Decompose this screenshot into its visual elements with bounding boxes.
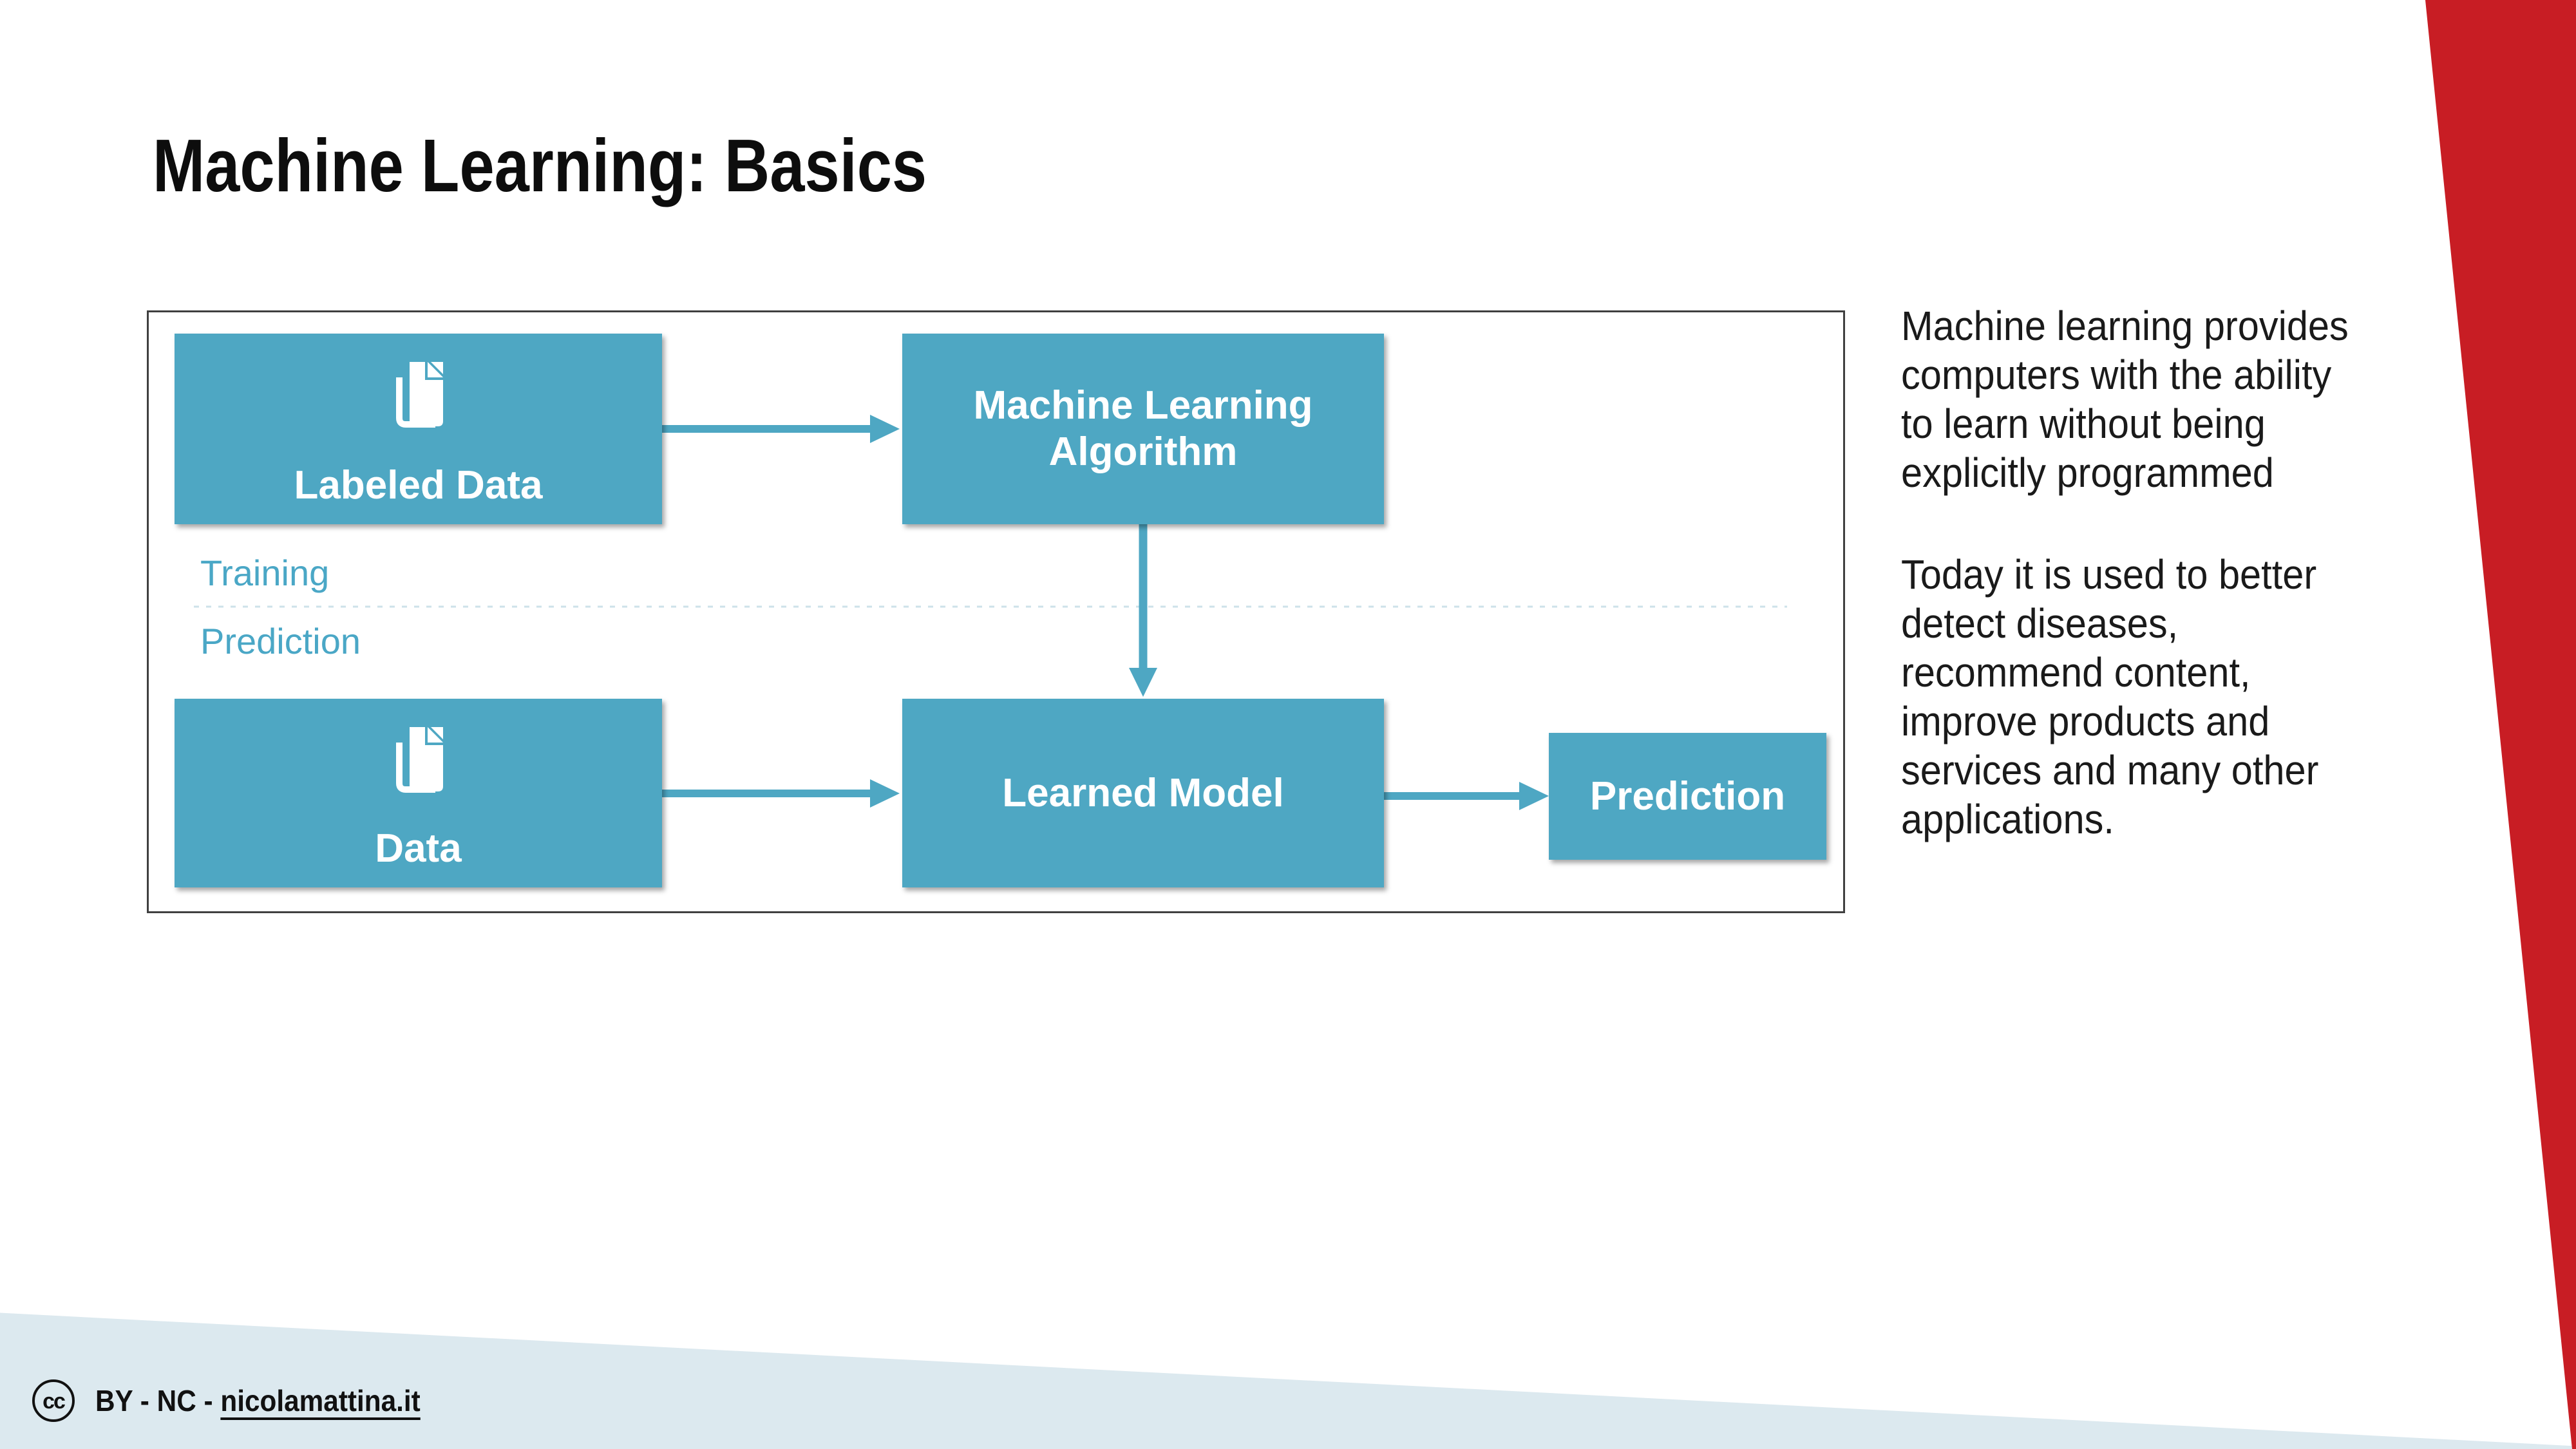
arrow-labeled-data-to-algorithm [662, 415, 900, 443]
license-prefix: BY - NC - [95, 1384, 221, 1417]
box-data: Data [175, 699, 662, 887]
license-text: BY - NC - nicolamattina.it [95, 1383, 421, 1418]
document-pages-icon [395, 726, 444, 793]
description-paragraph-2: Today it is used to better detect diseas… [1901, 551, 2319, 842]
box-label: Data [375, 826, 462, 871]
box-prediction-output: Prediction [1549, 733, 1826, 860]
description-column: Machine learning provides computers with… [1901, 301, 2440, 844]
page-title: Machine Learning: Basics [153, 124, 927, 207]
diagram-arrows [194, 415, 1787, 810]
document-pages-icon [395, 361, 444, 428]
box-label: Learned Model [1002, 770, 1284, 815]
arrow-data-to-learned-model [662, 779, 900, 808]
arrow-algorithm-to-learned-model [1129, 524, 1157, 697]
label-training: Training [200, 553, 330, 593]
diagram-panel: Labeled Data Machine Learning Algorithm … [147, 310, 1845, 913]
box-label: Prediction [1589, 773, 1786, 819]
footer: cc BY - NC - nicolamattina.it [31, 1378, 449, 1423]
cc-license-icon: cc [32, 1379, 75, 1422]
cc-letters: cc [43, 1389, 65, 1414]
description-paragraph-1: Machine learning provides computers with… [1901, 303, 2349, 496]
box-ml-algorithm: Machine Learning Algorithm [902, 334, 1384, 524]
arrow-learned-model-to-prediction [1384, 782, 1549, 810]
box-label: Labeled Data [294, 463, 543, 507]
box-label: Machine Learning Algorithm [973, 383, 1313, 474]
box-labeled-data: Labeled Data [175, 334, 662, 524]
box-learned-model: Learned Model [902, 699, 1384, 887]
website-link[interactable]: nicolamattina.it [220, 1384, 421, 1417]
label-prediction-phase: Prediction [200, 621, 361, 661]
